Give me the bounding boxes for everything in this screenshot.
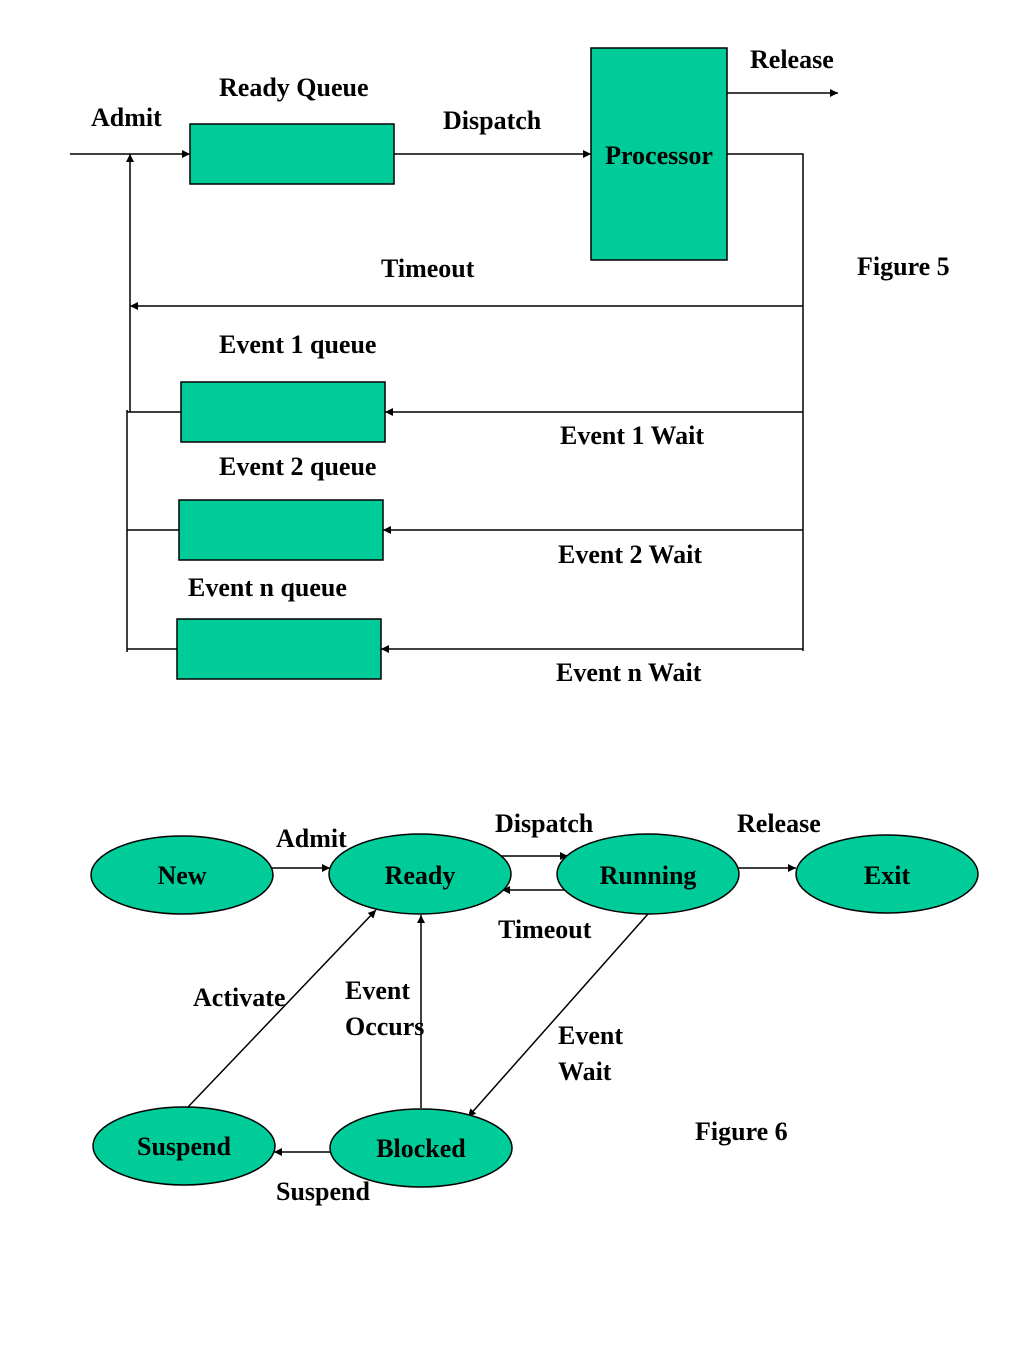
event-wait-transition-arrow (467, 913, 649, 1118)
eventn-queue-label: Event n queue (188, 573, 347, 602)
activate-transition-label: Activate (193, 983, 285, 1012)
event2-queue-box (178, 499, 384, 561)
state-running-label: Running (600, 861, 697, 890)
event-occurs-label-line1: Event (345, 976, 410, 1005)
timeout-transition-label: Timeout (498, 915, 592, 944)
event2-wait-label: Event 2 Wait (558, 540, 702, 569)
ready-queue-label: Ready Queue (219, 73, 369, 102)
state-ready-label: Ready (385, 861, 456, 890)
event1-queue-box (180, 381, 386, 443)
state-suspend-node (92, 1106, 276, 1186)
event1-queue-label: Event 1 queue (219, 330, 376, 359)
state-suspend-label: Suspend (137, 1132, 231, 1161)
event-occurs-label-line2: Occurs (345, 1012, 424, 1041)
state-exit-label: Exit (864, 861, 911, 890)
figure-6: New Ready Running Exit Suspend Blocked A… (90, 809, 979, 1206)
timeout-label: Timeout (381, 254, 475, 283)
state-exit-node (795, 834, 979, 914)
state-blocked-label: Blocked (376, 1134, 466, 1163)
figure-5: Admit Ready Queue Dispatch Processor Rel… (70, 45, 950, 687)
eventn-wait-label: Event n Wait (556, 658, 702, 687)
eventn-queue-box (176, 618, 382, 680)
figure6-caption: Figure 6 (695, 1117, 788, 1146)
state-new-label: New (157, 861, 206, 890)
event-wait-label-line1: Event (558, 1021, 623, 1050)
dispatch-label: Dispatch (443, 106, 542, 135)
event2-queue-label: Event 2 queue (219, 452, 376, 481)
figure5-caption: Figure 5 (857, 252, 950, 281)
event1-wait-label: Event 1 Wait (560, 421, 704, 450)
event-wait-label-line2: Wait (558, 1057, 612, 1086)
dispatch-transition-label: Dispatch (495, 809, 594, 838)
suspend-transition-label: Suspend (276, 1177, 370, 1206)
activate-transition-arrow (187, 909, 377, 1108)
processor-output-line (727, 153, 804, 651)
state-new-node (90, 835, 274, 915)
release-transition-label: Release (737, 809, 821, 838)
state-ready-node (328, 833, 512, 915)
processor-box (590, 47, 728, 261)
state-running-node (556, 833, 740, 915)
admit-label: Admit (91, 103, 162, 132)
state-blocked-node (329, 1108, 513, 1188)
admit-transition-label: Admit (276, 824, 347, 853)
ready-queue-box (189, 123, 395, 185)
processor-label: Processor (605, 141, 713, 170)
release-label: Release (750, 45, 834, 74)
